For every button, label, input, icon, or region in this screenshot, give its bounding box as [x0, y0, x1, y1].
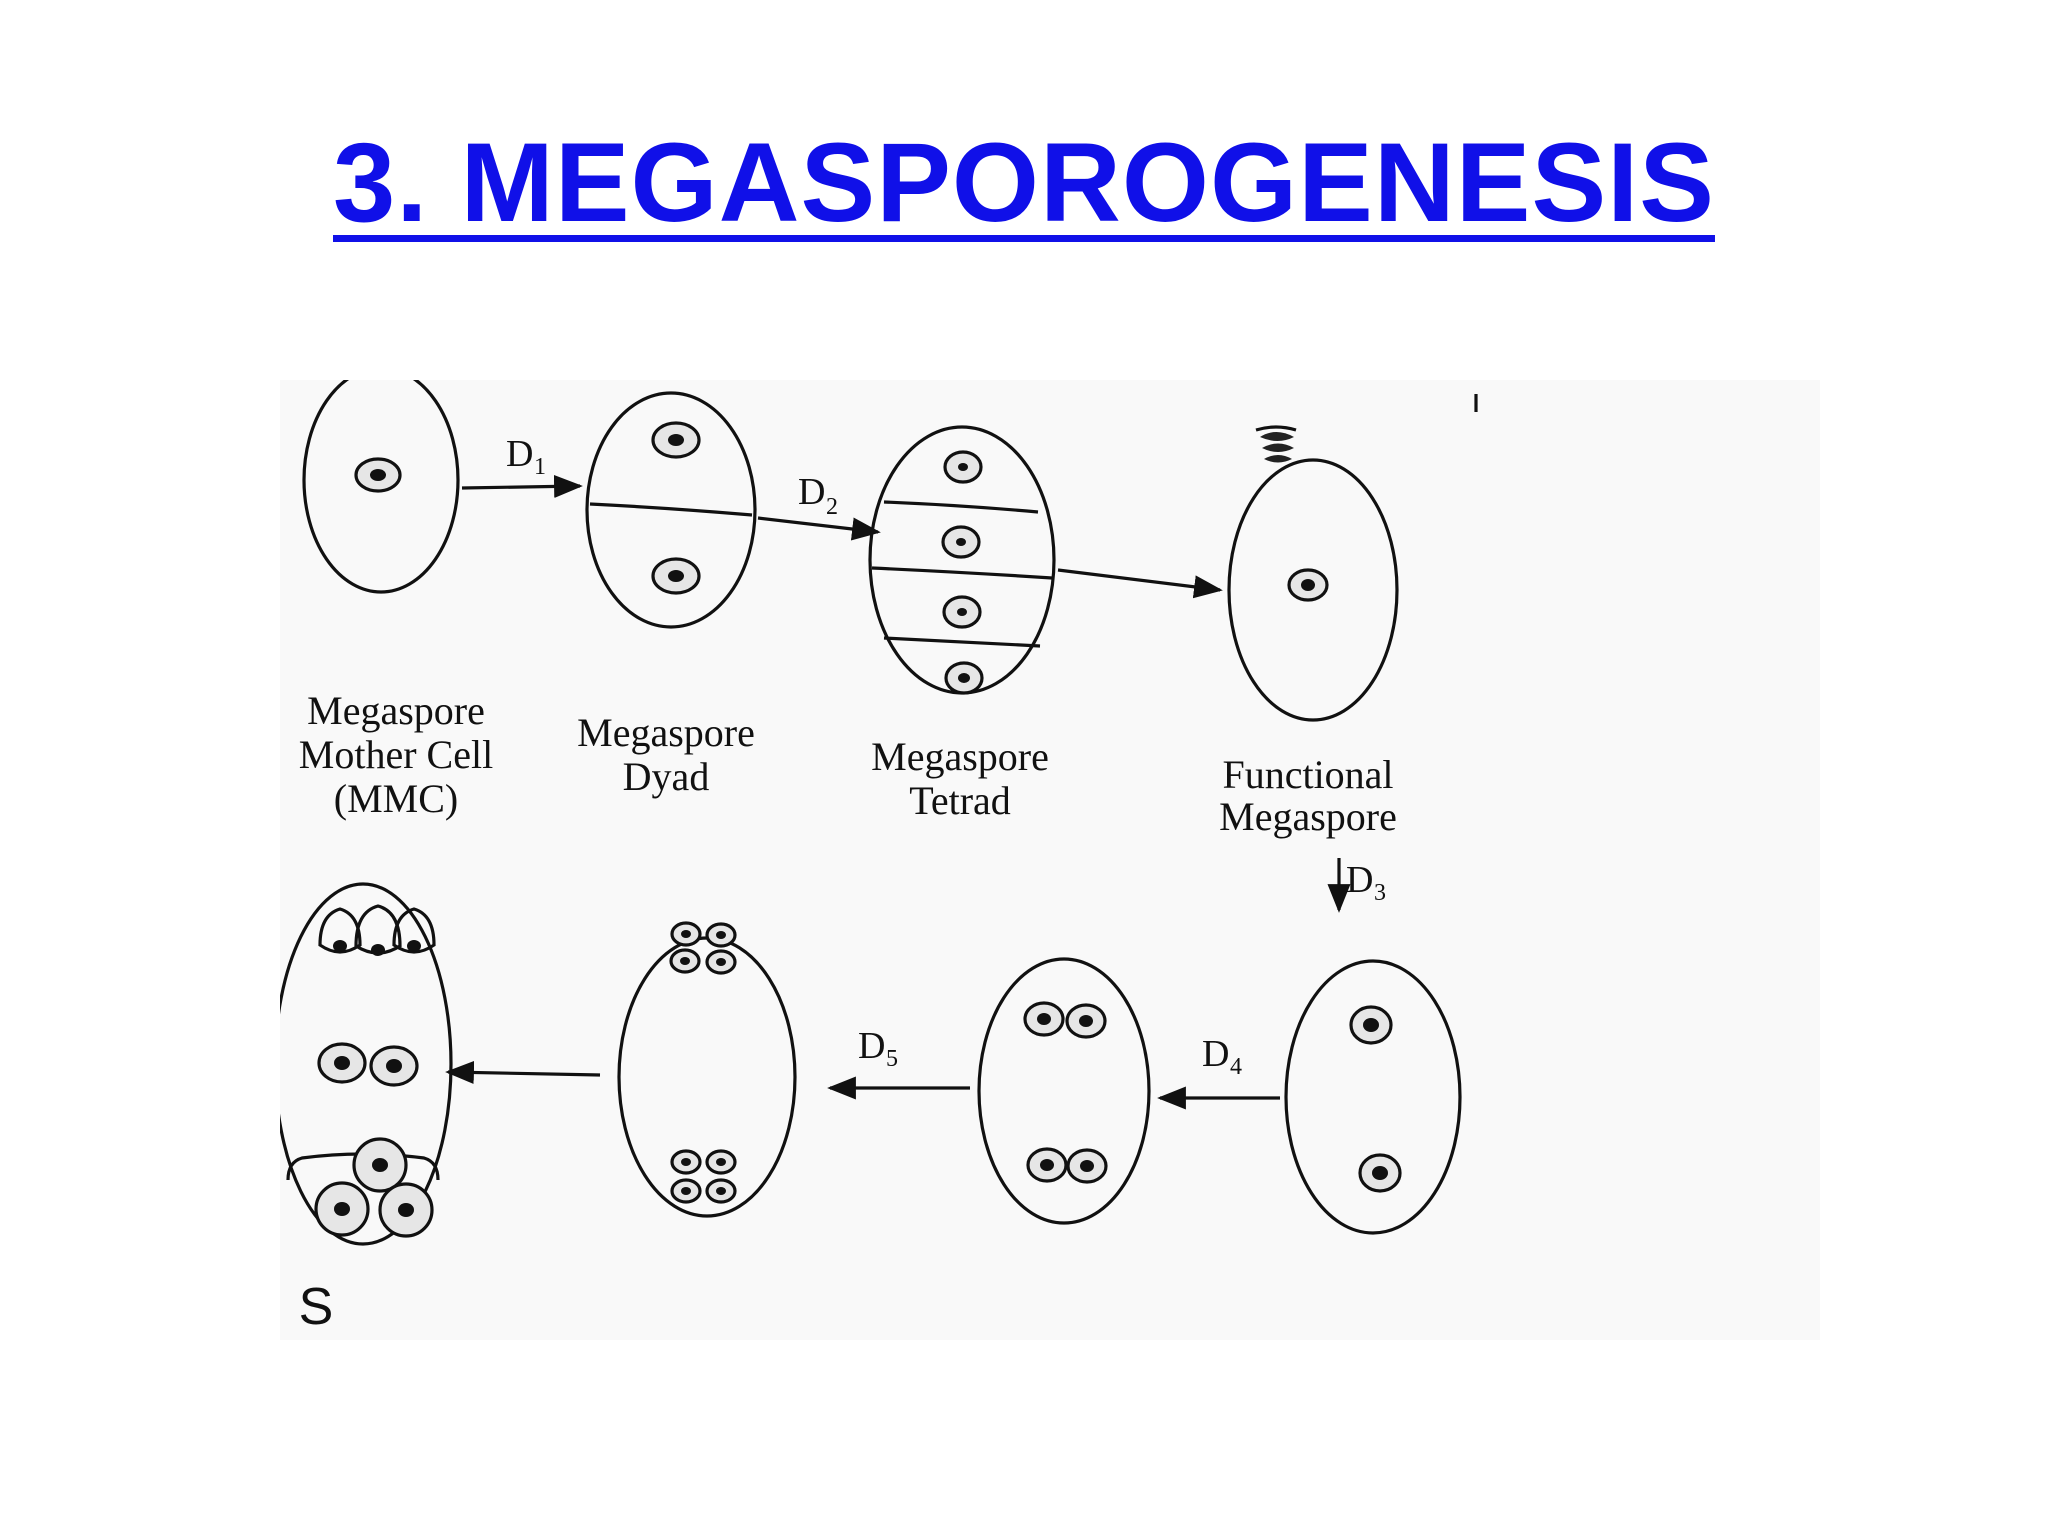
eight-nucleate-nucleus-2 — [705, 922, 737, 948]
arrow-d1 — [461, 474, 583, 498]
label-d1: D 1 — [506, 433, 546, 480]
four-nucleate-nucleus-3 — [1026, 1147, 1068, 1183]
svg-text:D: D — [798, 471, 825, 513]
arrow-to-embryo-sac — [445, 1060, 601, 1085]
tetrad-cell — [868, 425, 1056, 695]
megasporogenesis-diagram: Megaspore Mother Cell (MMC) D 1 Megaspor… — [280, 380, 1820, 1340]
mmc-cell — [302, 380, 460, 594]
four-nucleate-nucleus-1 — [1023, 1001, 1065, 1037]
two-nucleate-nucleus-bottom — [1358, 1153, 1402, 1193]
svg-text:5: 5 — [886, 1046, 898, 1072]
two-nucleate-cell — [1284, 959, 1462, 1235]
arrow-to-functional — [1057, 568, 1223, 599]
mmc-label-line3: (MMC) — [334, 776, 458, 821]
eight-nucleate-nucleus-7 — [670, 1178, 702, 1204]
label-d3: D 3 — [1346, 859, 1386, 906]
tetrad-nucleus-4 — [944, 661, 984, 695]
label-d2: D 2 — [798, 471, 838, 520]
tetrad-label-line1: Megaspore — [871, 734, 1049, 779]
svg-text:D: D — [1346, 859, 1373, 901]
dyad-label-line1: Megaspore — [577, 710, 755, 755]
polar-nucleus-left — [317, 1042, 367, 1084]
mmc-label-line2: Mother Cell — [299, 732, 493, 777]
antipodal-cells — [286, 1137, 440, 1238]
functional-label-line1: Functional — [1222, 752, 1393, 797]
tetrad-nucleus-1 — [943, 450, 983, 484]
eight-nucleate-nucleus-4 — [705, 949, 737, 975]
tetrad-label-line2: Tetrad — [909, 778, 1011, 823]
four-nucleate-nucleus-2 — [1065, 1003, 1107, 1039]
functional-nucleus — [1287, 568, 1329, 602]
functional-megaspore-cell — [1227, 425, 1399, 722]
dyad-cell — [585, 391, 757, 629]
dyad-wall — [589, 502, 753, 517]
four-nucleate-nucleus-4 — [1066, 1148, 1108, 1184]
functional-label-line2: Megaspore — [1219, 794, 1397, 839]
eight-nucleate-nucleus-8 — [705, 1178, 737, 1204]
svg-text:4: 4 — [1230, 1054, 1242, 1080]
mmc-nucleus — [354, 457, 402, 493]
svg-text:2: 2 — [826, 494, 838, 520]
eight-nucleate-nucleus-3 — [669, 948, 701, 974]
four-nucleate-cell — [977, 957, 1151, 1225]
svg-text:D: D — [858, 1025, 885, 1067]
arrow-d2 — [757, 516, 881, 541]
embryo-sac-label: S — [299, 1278, 334, 1336]
tetrad-nucleus-3 — [942, 595, 982, 629]
degenerated-megaspores — [1255, 425, 1297, 463]
embryo-sac-cell — [280, 882, 453, 1246]
dyad-nucleus-bottom — [651, 557, 701, 595]
egg-apparatus — [318, 904, 436, 956]
eight-nucleate-nucleus-5 — [670, 1149, 702, 1175]
two-nucleate-nucleus-top — [1349, 1005, 1393, 1045]
dyad-label-line2: Dyad — [623, 754, 710, 799]
label-d5: D 5 — [858, 1025, 898, 1072]
tetrad-nucleus-2 — [941, 525, 981, 559]
polar-nucleus-right — [369, 1045, 419, 1087]
eight-nucleate-nucleus-6 — [705, 1149, 737, 1175]
slide-title: 3. MEGASPOROGENESIS — [333, 120, 1715, 245]
dyad-nucleus-top — [651, 421, 701, 459]
eight-nucleate-cell — [617, 921, 797, 1218]
svg-text:3: 3 — [1374, 880, 1386, 906]
svg-text:1: 1 — [534, 454, 546, 480]
label-d4: D 4 — [1202, 1033, 1242, 1080]
mmc-label-line1: Megaspore — [307, 688, 485, 733]
svg-text:D: D — [506, 433, 533, 475]
svg-text:D: D — [1202, 1033, 1229, 1075]
eight-nucleate-nucleus-1 — [670, 921, 702, 947]
